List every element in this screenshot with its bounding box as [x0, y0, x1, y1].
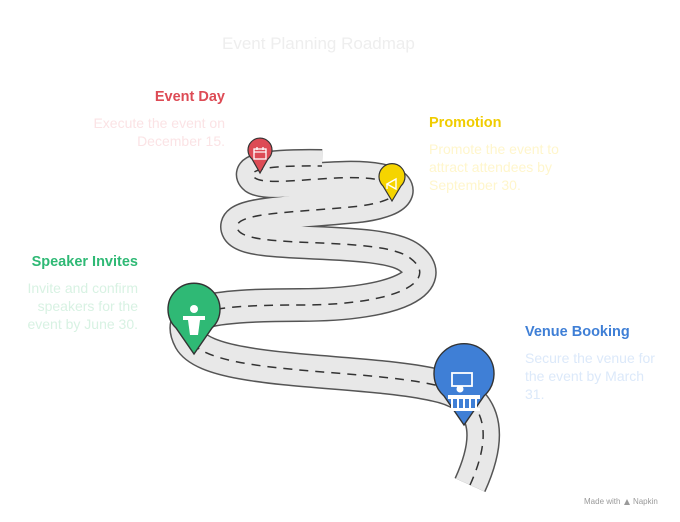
promotion-description: Promote the event to attract attendees b…: [429, 141, 559, 193]
speaker-invites-heading: Speaker Invites: [31, 254, 138, 270]
credit-brand: Napkin: [632, 497, 658, 506]
event-day-description: Execute the event on December 15.: [93, 115, 225, 149]
pin-venue-booking: [433, 342, 495, 427]
venue-booking-heading: Venue Booking: [525, 324, 630, 340]
podium-icon: [183, 305, 205, 335]
megaphone-icon: [385, 177, 397, 191]
speaker-invites-description: Invite and confirm speakers for the even…: [27, 280, 138, 332]
venue-booking-description: Secure the venue for the event by March …: [525, 350, 655, 402]
pin-promotion: [378, 163, 406, 203]
pin-speaker-invites: [167, 282, 221, 356]
promotion-heading: Promotion: [429, 115, 502, 131]
napkin-logo-icon: [623, 498, 630, 505]
napkin-credit[interactable]: Made with Napkin: [584, 497, 658, 506]
diagram-title: Event Planning Roadmap: [222, 34, 415, 53]
road-surface: [171, 150, 499, 492]
venue-icon: [448, 372, 480, 411]
pin-event-day: [247, 137, 273, 175]
road-center-line: [185, 165, 484, 486]
credit-prefix: Made with: [584, 497, 621, 506]
calendar-icon: [253, 147, 267, 160]
event-day-heading: Event Day: [154, 89, 225, 105]
